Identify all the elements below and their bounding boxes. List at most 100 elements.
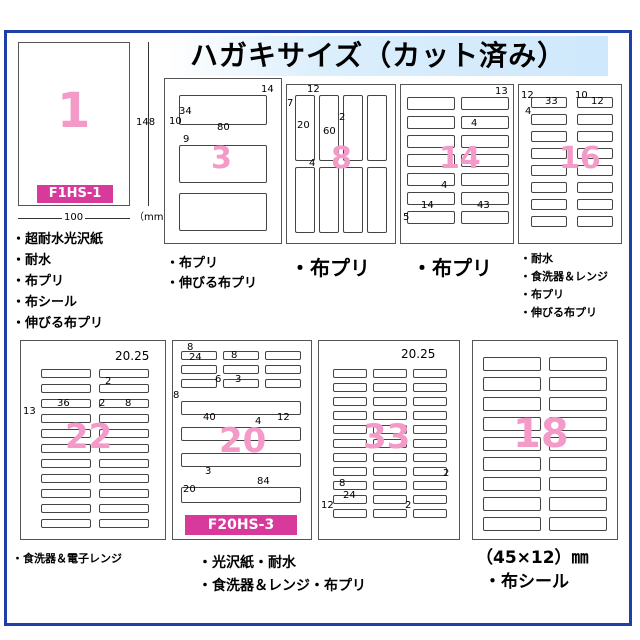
sheet-33-label [413, 467, 447, 476]
sheet-33-dim: 12 [321, 500, 334, 511]
sheet-18-label [549, 517, 607, 531]
sheet-8-dim: 2 [339, 112, 346, 123]
sheet-16-label [577, 97, 613, 108]
sheet-22-label [99, 489, 149, 498]
sheet-20-dim: 8 [173, 390, 180, 401]
sheet-22-label [41, 399, 91, 408]
sheet-20-label [265, 365, 301, 374]
sheet-33-label [333, 425, 367, 434]
sheet-22-label [41, 459, 91, 468]
sheet-22-feature: ・食洗器＆電子レンジ [12, 552, 122, 565]
sheet-14-label [461, 116, 509, 129]
sheet-22-label [41, 429, 91, 438]
sheet-33-label [373, 467, 407, 476]
sheet-18-label [483, 477, 541, 491]
sheet-8-dim: 4 [309, 158, 316, 169]
sheet-16-label [531, 216, 567, 227]
sheet-14-dim: 13 [495, 86, 508, 97]
sheet-18-label [549, 437, 607, 451]
sheet-33-label [413, 509, 447, 518]
sheet-20-label [181, 379, 217, 388]
sheet-20-dim: 4 [255, 416, 262, 427]
sheet-8-label [343, 167, 363, 233]
sheet-20-label [265, 351, 301, 360]
sheet-22: 22 20.25 2 36 2 8 13 [20, 340, 166, 540]
sheet-20-label [181, 453, 301, 467]
sheet-18-label [483, 457, 541, 471]
sheet-14-dim: 5 [403, 212, 410, 223]
sheet-18-label [483, 517, 541, 531]
sheet-20-label [181, 365, 217, 374]
sheet-33-label [333, 495, 367, 504]
sheet-33-label [413, 425, 447, 434]
sheet-33-label [373, 481, 407, 490]
sheet-33-number: 33 [363, 417, 411, 457]
sheet-3-dim: 34 [179, 106, 192, 117]
sheet-14-label [461, 97, 509, 110]
sheet-14-dim: 4 [471, 118, 478, 129]
sheet-33-label [333, 481, 367, 490]
sheet-18-label [549, 477, 607, 491]
sheet-33-dim: 2 [443, 468, 450, 479]
sheet-16-dim: 33 [545, 96, 558, 107]
sheet-8-label [343, 95, 363, 161]
sheet-14-dim: 14 [421, 200, 434, 211]
sheet-33-label [373, 495, 407, 504]
sheet-18-feature: ・布シール [484, 572, 569, 592]
sheet-16-dim: 10 [575, 90, 588, 101]
sheet-14-label [407, 135, 455, 148]
sheet-20-label [181, 401, 301, 415]
sheet-33-dim: 20.25 [401, 347, 436, 361]
sheet-22-number: 22 [65, 417, 113, 457]
sheet-16-feature: ・耐水 [520, 252, 553, 265]
sheet-33-label [373, 383, 407, 392]
sheet-1-unit: （mm） [134, 212, 174, 223]
sheet-18-label [549, 397, 607, 411]
sheet-14-label [461, 154, 509, 167]
sheet-16-feature: ・食洗器＆レンジ [520, 270, 608, 283]
sheet-14-label [461, 192, 509, 205]
sheet-16-label [577, 114, 613, 125]
sheet-20-dim: 24 [189, 352, 202, 363]
sheet-33-dim: 8 [339, 478, 346, 489]
sheet-33-label [413, 453, 447, 462]
sheet-18: 18 [472, 340, 618, 540]
sheet-22-label [41, 384, 91, 393]
sheet-33-label [333, 467, 367, 476]
sheet-20: 20 F20HS-3 8 24 8 6 3 8 40 4 12 3 20 84 [172, 340, 312, 540]
sheet-33-label [333, 453, 367, 462]
sheet-1-code: F1HS-1 [37, 185, 113, 203]
sheet-1-feature: ・伸びる布プリ [12, 316, 104, 331]
sheet-22-label [41, 474, 91, 483]
sheet-22-label [99, 414, 149, 423]
sheet-1-number: 1 [57, 83, 91, 139]
sheet-18-label [483, 357, 541, 371]
sheet-14-label [407, 173, 455, 186]
sheet-3-label [179, 193, 267, 231]
sheet-33-label [413, 369, 447, 378]
sheet-33-label [333, 397, 367, 406]
sheet-16-label [531, 97, 567, 108]
sheet-22-label [41, 489, 91, 498]
sheet-20-dim: 6 [215, 374, 222, 385]
sheet-16-label [531, 199, 567, 210]
sheet-33-label [373, 509, 407, 518]
page-title: ハガキサイズ（カット済み） [190, 39, 567, 72]
sheet-16-label [531, 148, 567, 159]
sheet-18-label [483, 497, 541, 511]
sheet-33-label [413, 411, 447, 420]
sheet-14-dim: 43 [477, 200, 490, 211]
sheet-8-feature: ・布プリ [290, 256, 370, 280]
sheet-8-dim: 7 [287, 98, 294, 109]
sheet-22-dim: 2 [99, 398, 106, 409]
sheet-22-label [41, 444, 91, 453]
sheet-8-number: 8 [331, 141, 352, 176]
sheet-22-label [99, 369, 149, 378]
sheet-22-label [41, 369, 91, 378]
sheet-22-label [41, 519, 91, 528]
sheet-8-label [319, 95, 339, 161]
sheet-20-label [265, 379, 301, 388]
sheet-1-width-dim: 100 [62, 212, 86, 223]
sheet-20-dim: 40 [203, 412, 216, 423]
sheet-8: 8 12 7 20 60 2 4 [286, 84, 396, 244]
